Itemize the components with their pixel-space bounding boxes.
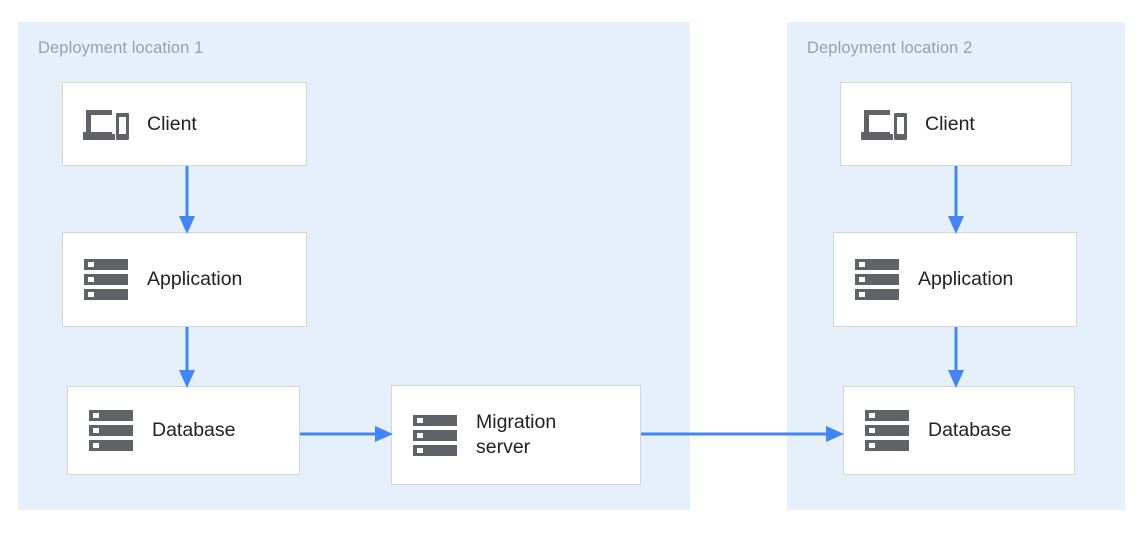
deployment-location-2-label: Deployment location 2 [807, 39, 973, 57]
arrow-database-1-to-migration-server [300, 423, 393, 445]
server-icon [862, 410, 912, 451]
node-application-2-label: Application [918, 268, 1014, 290]
node-database-2-label: Database [928, 419, 1012, 441]
node-client-2[interactable]: Client [840, 82, 1072, 166]
server-icon [410, 414, 460, 456]
arrow-client-2-to-application-2 [945, 166, 967, 234]
node-migration-server[interactable]: Migration server [391, 385, 641, 485]
server-icon [86, 410, 136, 451]
node-client-1-label: Client [147, 112, 197, 135]
arrow-migration-server-to-database-2 [641, 423, 844, 445]
devices-icon [859, 107, 909, 141]
deployment-location-1-label: Deployment location 1 [38, 39, 204, 57]
node-client-2-label: Client [925, 112, 975, 135]
node-database-1[interactable]: Database [67, 386, 300, 475]
arrow-client-1-to-application-1 [176, 166, 198, 234]
node-application-2[interactable]: Application [833, 232, 1077, 327]
node-migration-server-label: Migration server [476, 411, 557, 458]
server-icon [81, 259, 131, 300]
server-icon [852, 259, 902, 300]
arrow-application-2-to-database-2 [945, 327, 967, 388]
arrow-application-1-to-database-1 [176, 327, 198, 388]
node-database-1-label: Database [152, 419, 236, 441]
node-application-1-label: Application [147, 268, 243, 290]
node-client-1[interactable]: Client [62, 82, 307, 166]
node-database-2[interactable]: Database [843, 386, 1075, 475]
devices-icon [81, 107, 131, 141]
node-application-1[interactable]: Application [62, 232, 307, 327]
